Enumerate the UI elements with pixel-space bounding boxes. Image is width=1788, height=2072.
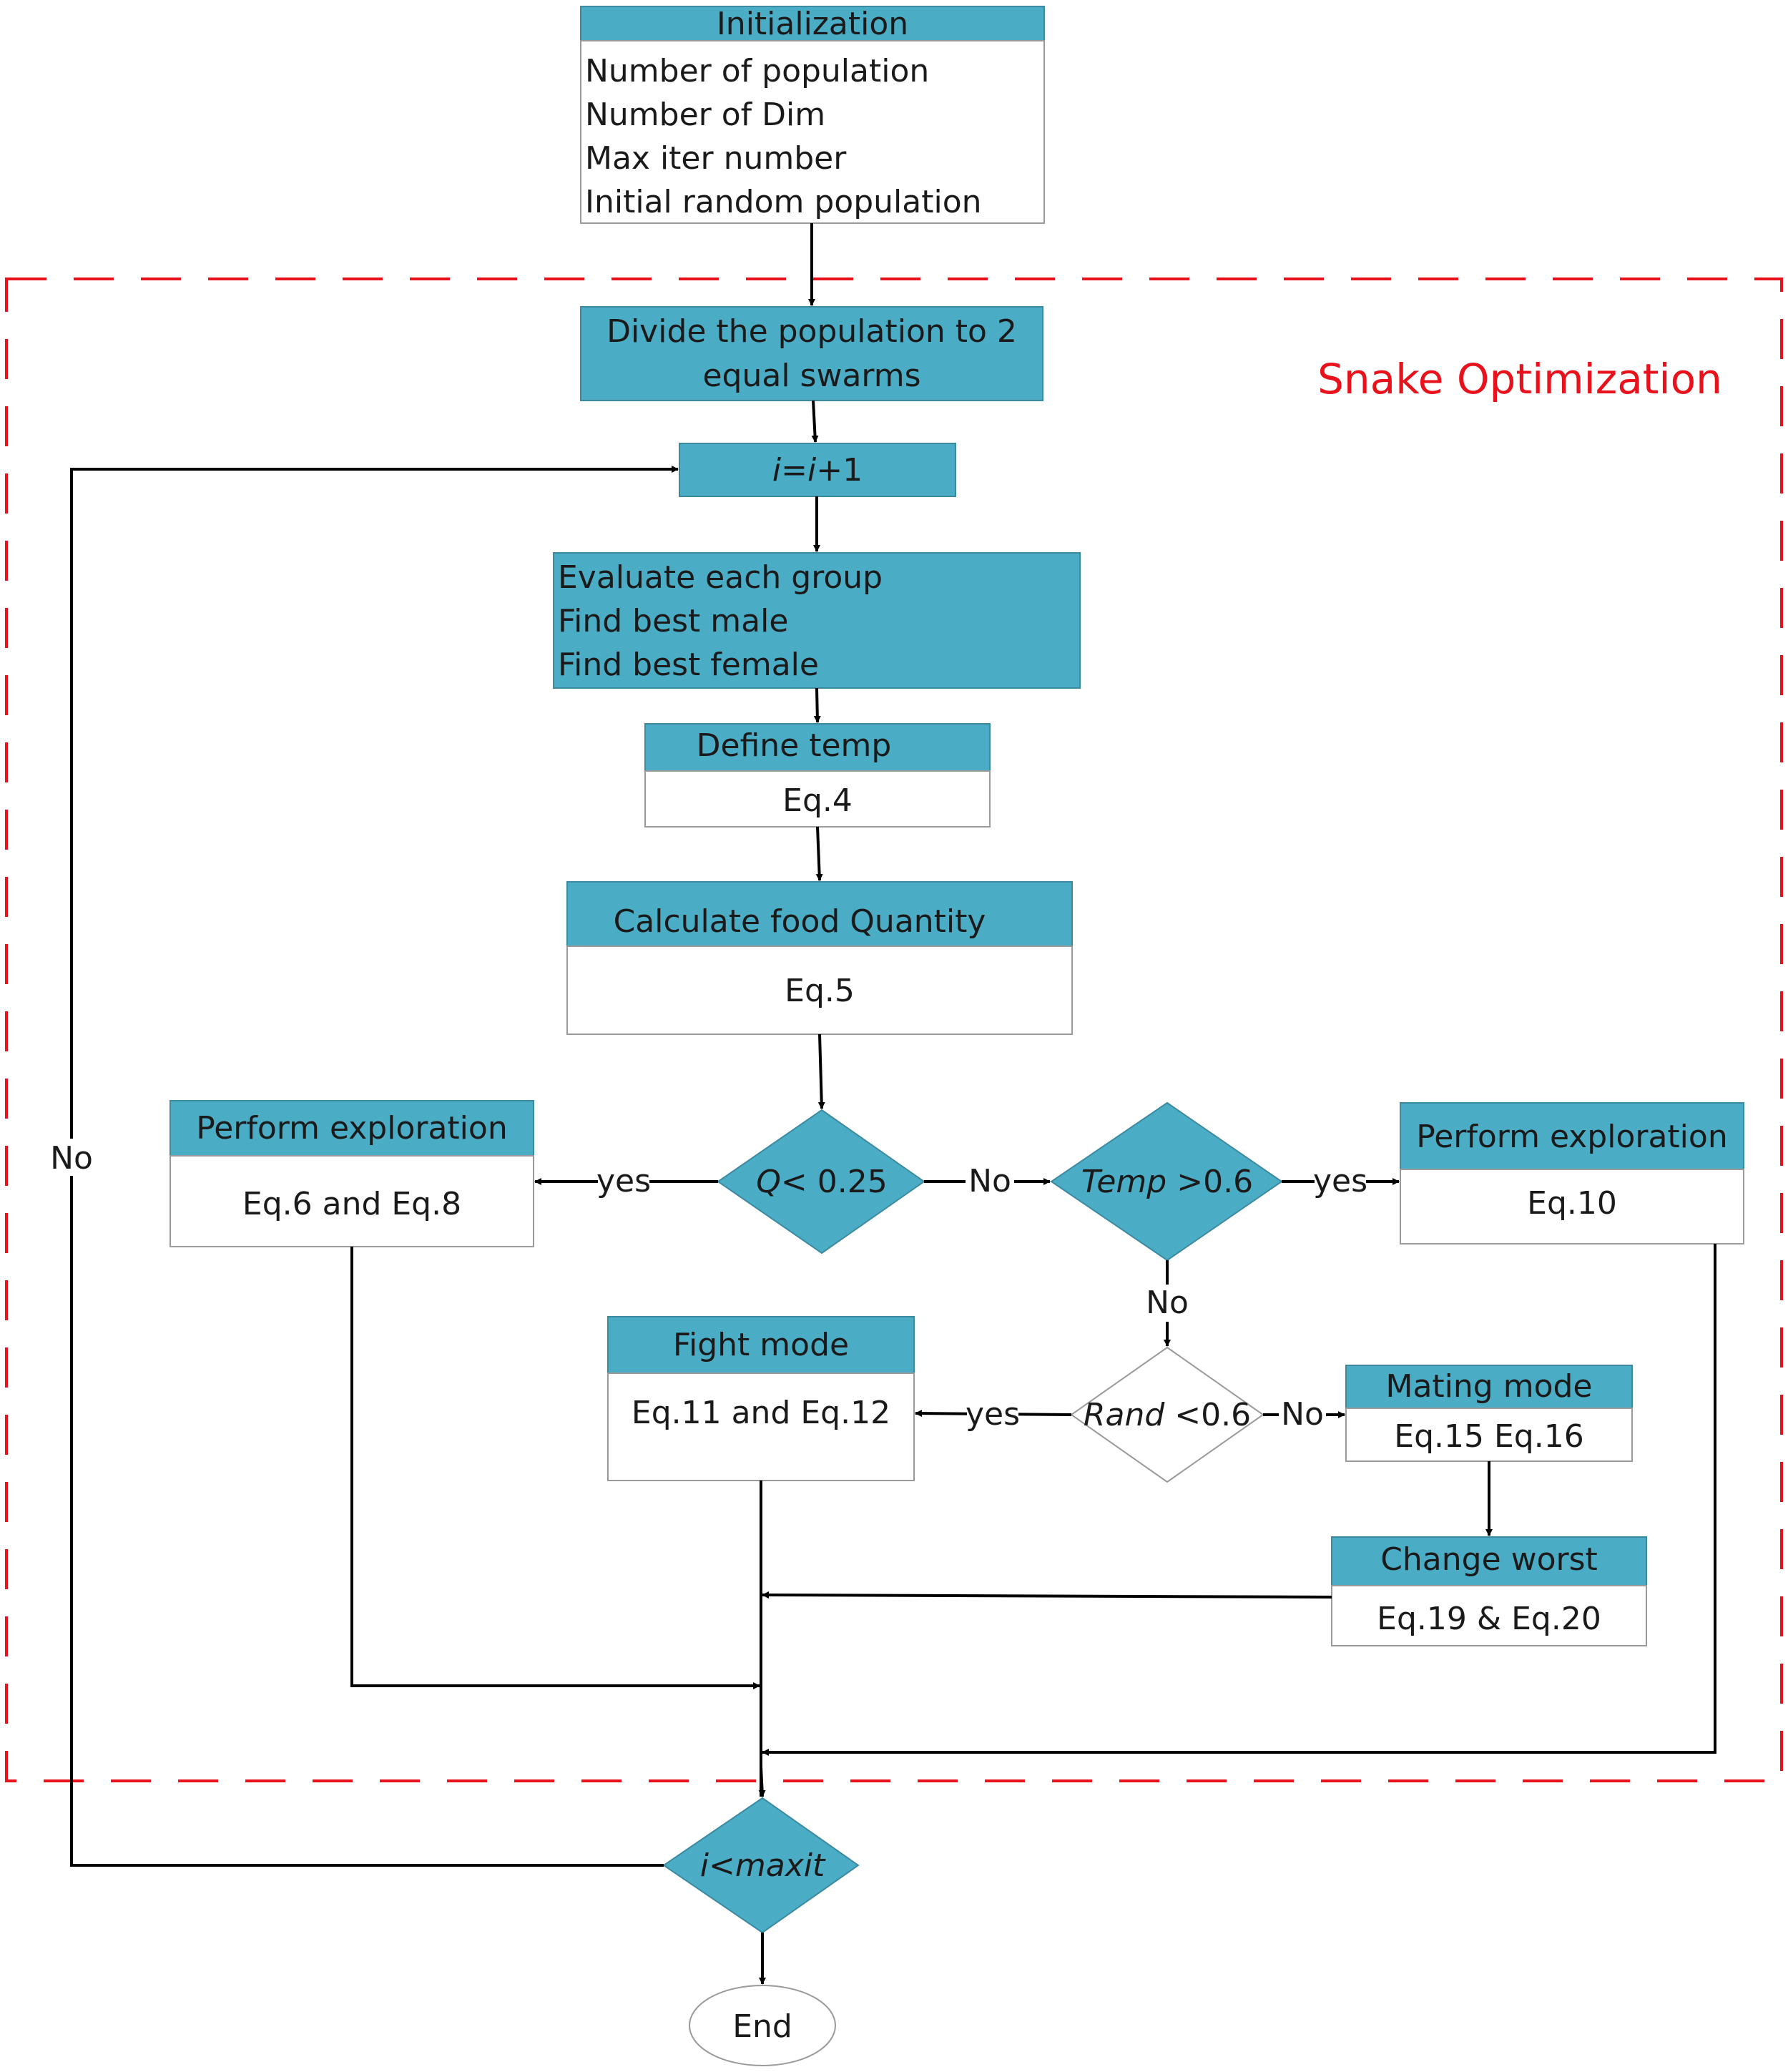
- divide-population-box: Divide the population to 2 equal swarms: [580, 306, 1043, 401]
- label-temp-no: No: [1146, 1285, 1189, 1321]
- change-worst-title: Change worst: [1380, 1541, 1598, 1578]
- init-line-population: Number of population: [585, 53, 929, 89]
- decision-rand-label: Rand <0.6: [1084, 1397, 1251, 1433]
- arrow-divide-to-increment: [811, 400, 819, 443]
- exploration-right-eq: Eq.10: [1527, 1185, 1617, 1222]
- evaluate-line-group: Evaluate each group: [558, 559, 883, 596]
- decision-q: Q< 0.25: [717, 1109, 925, 1255]
- edge-labels: yes No yes No yes No No: [47, 1139, 1367, 1433]
- divide-line-1: Divide the population to 2: [606, 313, 1017, 350]
- decision-iteration-label: i<maxit: [700, 1847, 826, 1884]
- label-loop-no: No: [50, 1140, 93, 1177]
- change-worst-eq: Eq.19 & Eq.20: [1377, 1601, 1601, 1637]
- label-rand-no: No: [1281, 1396, 1324, 1433]
- decision-iteration: i<maxit: [662, 1797, 860, 1934]
- decision-temp: Temp >0.6: [1050, 1101, 1283, 1262]
- evaluate-box: Evaluate each group Find best male Find …: [553, 552, 1081, 689]
- end-label: End: [732, 2008, 792, 2045]
- increment-box: i=i+1: [679, 443, 956, 497]
- label-rand-yes: yes: [966, 1396, 1020, 1433]
- arrow-food-to-q: [817, 1033, 825, 1109]
- exploration-right-title: Perform exploration: [1416, 1119, 1727, 1155]
- snake-optimization-region: [5, 278, 1783, 1782]
- arrow-collector-to-iteration: [758, 1766, 766, 1797]
- define-temp-eq: Eq.4: [782, 782, 853, 819]
- arrow-worst-to-collector: [762, 1591, 1332, 1599]
- init-line-dim: Number of Dim: [585, 97, 825, 133]
- arrow-left-to-collector: [350, 1247, 760, 1689]
- fight-mode-eq: Eq.11 and Eq.12: [632, 1395, 890, 1431]
- end-terminal: End: [689, 1985, 836, 2066]
- exploration-left-box: Perform exploration Eq.6 and Eq.8: [170, 1100, 534, 1247]
- label-temp-yes: yes: [1313, 1163, 1367, 1199]
- mating-mode-box: Mating mode Eq.15 Eq.16: [1345, 1365, 1633, 1462]
- mating-mode-title: Mating mode: [1386, 1368, 1593, 1405]
- init-line-maxiter: Max iter number: [585, 140, 847, 177]
- decision-q-label: Q< 0.25: [756, 1164, 887, 1200]
- region-label: Snake Optimization: [1317, 355, 1722, 403]
- exploration-left-eq: Eq.6 and Eq.8: [242, 1186, 461, 1222]
- exploration-left-title: Perform exploration: [196, 1110, 507, 1147]
- fight-mode-box: Fight mode Eq.11 and Eq.12: [607, 1316, 915, 1481]
- evaluate-line-female: Find best female: [558, 647, 819, 683]
- define-temp-box: Define temp Eq.4: [644, 723, 991, 828]
- arrow-temp-to-food: [815, 826, 823, 881]
- food-quantity-eq: Eq.5: [785, 973, 855, 1009]
- fight-mode-title: Fight mode: [673, 1327, 849, 1363]
- decision-rand: Rand <0.6: [1070, 1346, 1264, 1483]
- initialization-box: Initialization Number of population Numb…: [580, 6, 1045, 224]
- label-q-yes: yes: [596, 1163, 651, 1199]
- init-title: Initialization: [717, 6, 908, 42]
- define-temp-title: Define temp: [697, 727, 892, 764]
- evaluate-line-male: Find best male: [558, 603, 788, 639]
- label-q-no: No: [968, 1163, 1011, 1199]
- decision-temp-label: Temp >0.6: [1081, 1164, 1253, 1200]
- exploration-right-box: Perform exploration Eq.10: [1400, 1102, 1744, 1244]
- init-line-random: Initial random population: [585, 184, 982, 220]
- mating-mode-eq: Eq.15 Eq.16: [1394, 1418, 1583, 1455]
- food-quantity-title: Calculate food Quantity: [614, 903, 986, 940]
- increment-label: i=i+1: [772, 452, 863, 488]
- food-quantity-box: Calculate food Quantity Eq.5: [566, 881, 1073, 1035]
- divide-line-2: equal swarms: [702, 358, 920, 394]
- arrow-right-to-collector: [762, 1244, 1716, 1756]
- change-worst-box: Change worst Eq.19 & Eq.20: [1331, 1536, 1647, 1646]
